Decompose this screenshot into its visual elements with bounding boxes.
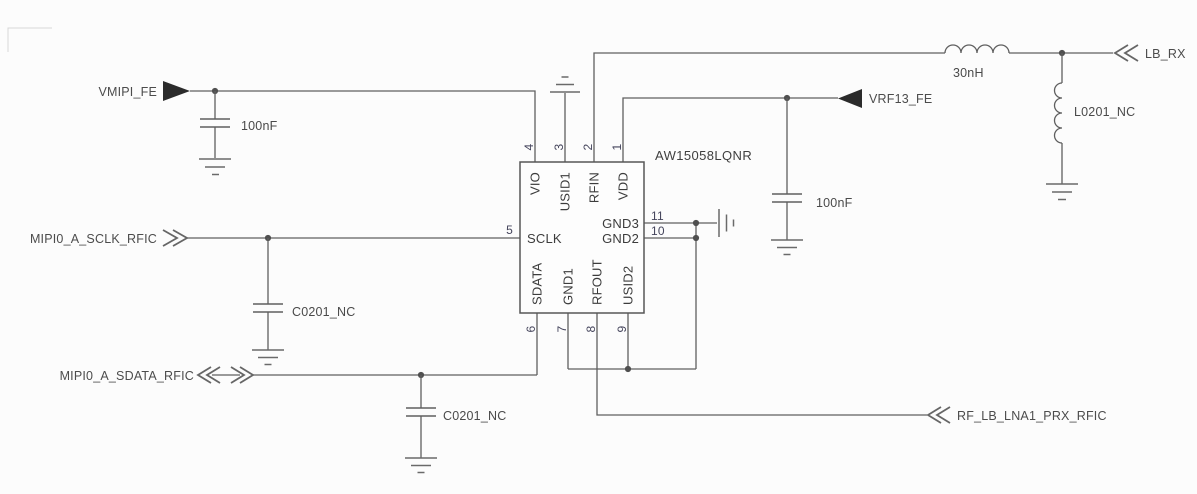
- value-ind-series: 30nH: [953, 66, 984, 80]
- vdd-wire: [622, 97, 838, 162]
- net-sclk: [162, 229, 520, 366]
- pin-label-usid2: USID2: [621, 266, 636, 305]
- pin-label-rfout: RFOUT: [590, 259, 605, 305]
- rfin-wire: [593, 52, 945, 162]
- ic-part-number: AW15058LQNR: [655, 148, 752, 163]
- net-label-lb-rx: LB_RX: [1145, 47, 1186, 61]
- inductor-l0201-symbol: [1053, 82, 1063, 144]
- pin-number-1: 1: [610, 143, 624, 150]
- pin-number-2: 2: [581, 143, 595, 150]
- ground-symbol: [1046, 183, 1078, 201]
- vmipi-wire: [190, 90, 536, 162]
- pin-number-10: 10: [651, 224, 665, 238]
- net-vmipi-fe: [163, 81, 536, 176]
- ground-symbol: [199, 158, 231, 176]
- value-cap-sdata: C0201_NC: [443, 409, 506, 423]
- ground-symbol: [771, 239, 803, 256]
- pin-label-vdd: VDD: [616, 172, 631, 200]
- pin-number-3: 3: [552, 143, 566, 150]
- bidir-connector-left-icon: [196, 366, 221, 384]
- junction-dot: [624, 365, 632, 373]
- net-label-sdata: MIPI0_A_SDATA_RFIC: [60, 369, 194, 383]
- net-vrf13-fe: [622, 89, 862, 256]
- value-cap-sclk: C0201_NC: [292, 305, 355, 319]
- inductor-30nH-symbol: [944, 44, 1010, 54]
- pin-number-9: 9: [615, 325, 629, 332]
- junction-dot: [692, 234, 700, 242]
- gnd-bus-wires: [567, 222, 717, 370]
- net-label-vmipi-fe: VMIPI_FE: [98, 85, 157, 99]
- ground-symbol-inverted: [550, 76, 580, 93]
- off-page-connector-right-icon: [162, 229, 189, 247]
- pin-label-gnd3: GND3: [602, 216, 639, 231]
- pin-number-6: 6: [524, 325, 538, 332]
- pin-label-sclk: SCLK: [527, 231, 562, 246]
- pin-number-5: 5: [506, 223, 513, 237]
- sdata-wire: [253, 313, 538, 376]
- capacitor-symbol: [200, 118, 230, 128]
- rfout-wire: [596, 313, 927, 416]
- net-label-rf-out: RF_LB_LNA1_PRX_RFIC: [957, 409, 1107, 423]
- pin-label-usid1: USID1: [558, 172, 573, 211]
- net-lb-rx: [593, 44, 1139, 162]
- net-sdata: [196, 313, 538, 474]
- pin-label-sdata: SDATA: [530, 262, 545, 305]
- ic-aw15058: AW15058LQNR 4 3 2 1 VIO USID1 RFIN VDD 5…: [506, 143, 752, 332]
- capacitor-symbol: [253, 303, 283, 313]
- input-port-triangle-icon: [838, 89, 862, 108]
- pin-label-vio: VIO: [528, 172, 543, 195]
- pin-number-8: 8: [584, 325, 598, 332]
- pin-number-11: 11: [651, 209, 664, 223]
- pin-number-4: 4: [522, 143, 536, 150]
- junction-dot: [692, 219, 700, 227]
- off-page-connector-left-icon: [1113, 44, 1139, 62]
- ground-symbol: [405, 457, 437, 474]
- capacitor-symbol: [772, 193, 802, 203]
- shunt-inductor-branch: [1046, 53, 1078, 201]
- value-cap-vrf13: 100nF: [816, 196, 853, 210]
- ground-symbol-sideways: [718, 209, 735, 237]
- input-port-triangle-icon: [163, 81, 190, 101]
- value-cap-vmipi: 100nF: [241, 119, 278, 133]
- pin3-ground: [550, 76, 580, 162]
- sheet-corner-mark: [7, 27, 52, 52]
- ground-bus: [567, 209, 735, 373]
- off-page-connector-left-icon: [926, 406, 951, 424]
- pin-label-rfin: RFIN: [587, 172, 602, 203]
- pin-number-7: 7: [555, 325, 569, 332]
- net-label-sclk: MIPI0_A_SCLK_RFIC: [30, 232, 157, 246]
- ic-body: [519, 161, 645, 314]
- pin-label-gnd1: GND1: [561, 268, 576, 305]
- ground-symbol: [252, 349, 284, 366]
- capacitor-symbol: [406, 407, 436, 417]
- pin-label-gnd2: GND2: [602, 231, 639, 246]
- value-ind-shunt: L0201_NC: [1074, 105, 1135, 119]
- net-label-vrf13-fe: VRF13_FE: [869, 92, 932, 106]
- net-rf-out: [596, 313, 951, 424]
